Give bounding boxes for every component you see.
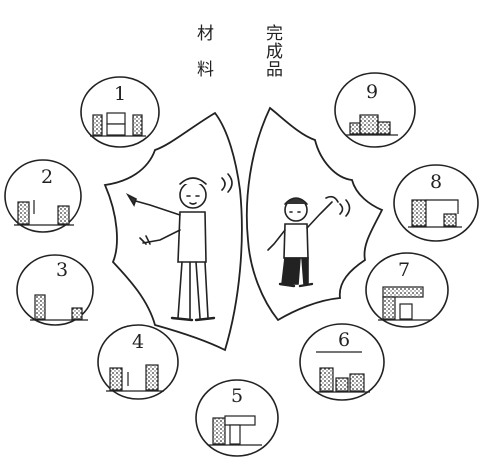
step-2-circle: 2 [4,159,82,233]
step-7-circle: 7 [365,252,449,328]
blocks-step6-icon [316,351,370,393]
step-8-number: 8 [430,171,442,193]
step-1-circle: 1 [80,76,160,148]
step-9-number: 9 [366,81,378,103]
blocks-step5-icon [208,415,262,446]
step-6-number: 6 [338,329,350,351]
blocks-step7-icon [378,286,432,321]
step-4-number: 4 [132,331,144,353]
step-7-number: 7 [398,259,410,281]
finished-label-char-3: 品 [266,60,283,80]
step-1-number: 1 [114,83,126,105]
step-9-circle: 9 [334,72,416,148]
blocks-step3-icon [30,294,88,321]
right-leaf-shape [245,106,384,322]
step-5-circle: 5 [195,379,279,457]
blocks-step1-icon [90,112,146,137]
material-label-char-1: 材 [197,24,214,44]
step-2-number: 2 [41,166,53,188]
finished-label-char-1: 完 [266,24,283,44]
material-label-char-2: 料 [197,60,214,80]
blocks-step2-icon [14,200,74,226]
step-4-circle: 4 [97,324,179,400]
step-6-circle: 6 [299,323,385,401]
blocks-step9-icon [346,114,398,136]
instructor-pointing-icon [125,173,233,322]
child-waving-icon [267,195,351,288]
finished-label-char-2: 成 [266,42,283,62]
left-leaf-shape [103,111,243,352]
blocks-step8-icon [408,199,462,228]
step-3-number: 3 [56,259,68,281]
blocks-step4-icon [106,364,164,392]
step-3-circle: 3 [16,254,94,326]
step-8-circle: 8 [393,164,479,242]
step-5-number: 5 [231,385,243,407]
